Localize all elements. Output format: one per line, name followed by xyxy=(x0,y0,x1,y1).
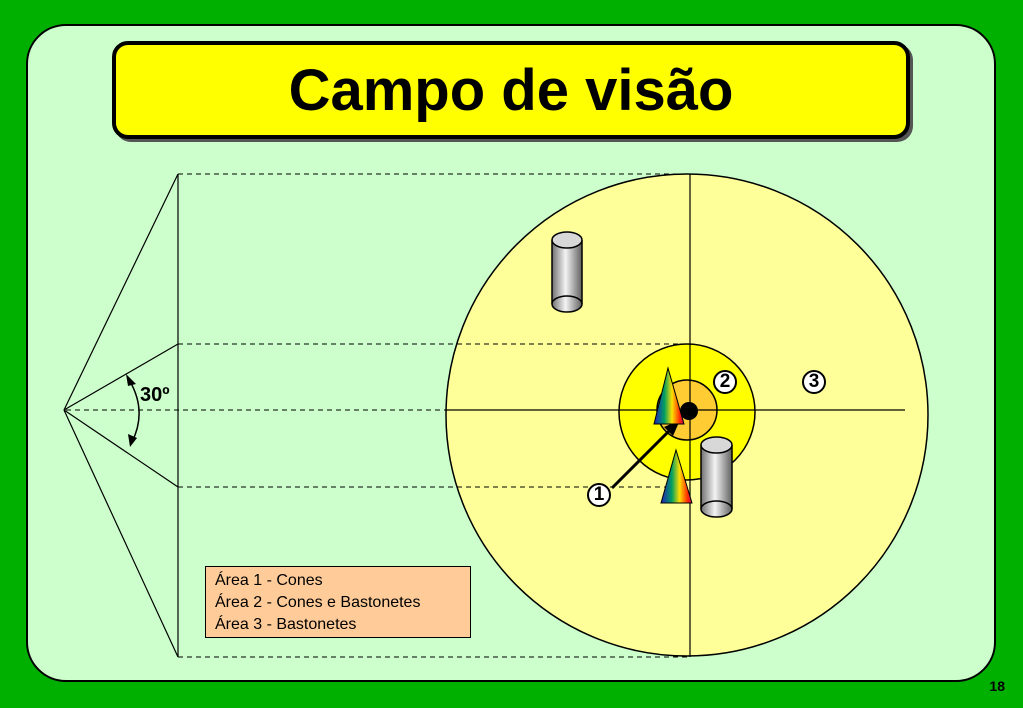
title-box: Campo de visão xyxy=(112,41,910,139)
cylinder-rod-icon xyxy=(551,231,583,313)
cone-icon xyxy=(653,366,685,425)
pointer-arrow xyxy=(610,426,674,490)
legend-item-area-2: Área 2 - Cones e Bastonetes xyxy=(215,594,421,611)
projection-lines xyxy=(66,173,690,658)
area-1-marker: 1 xyxy=(587,483,611,507)
page-number: 18 xyxy=(989,678,1005,694)
legend-item-area-1: Área 1 - Cones xyxy=(215,572,323,589)
angle-label: 30º xyxy=(140,384,170,406)
area-3-marker: 3 xyxy=(802,370,826,394)
angle-arrow-bottom xyxy=(128,434,137,447)
legend-box: Área 1 - Cones Área 2 - Cones e Bastonet… xyxy=(205,566,471,638)
cone-icon xyxy=(660,448,693,504)
slide-title: Campo de visão xyxy=(288,57,734,123)
angle-arrow-top xyxy=(126,374,136,386)
viewing-cone-lines xyxy=(63,173,179,658)
fovea-point xyxy=(680,402,698,420)
legend-item-area-3: Área 3 - Bastonetes xyxy=(215,616,357,633)
area-2-marker: 2 xyxy=(713,370,737,394)
cylinder-rod-icon xyxy=(700,436,733,518)
